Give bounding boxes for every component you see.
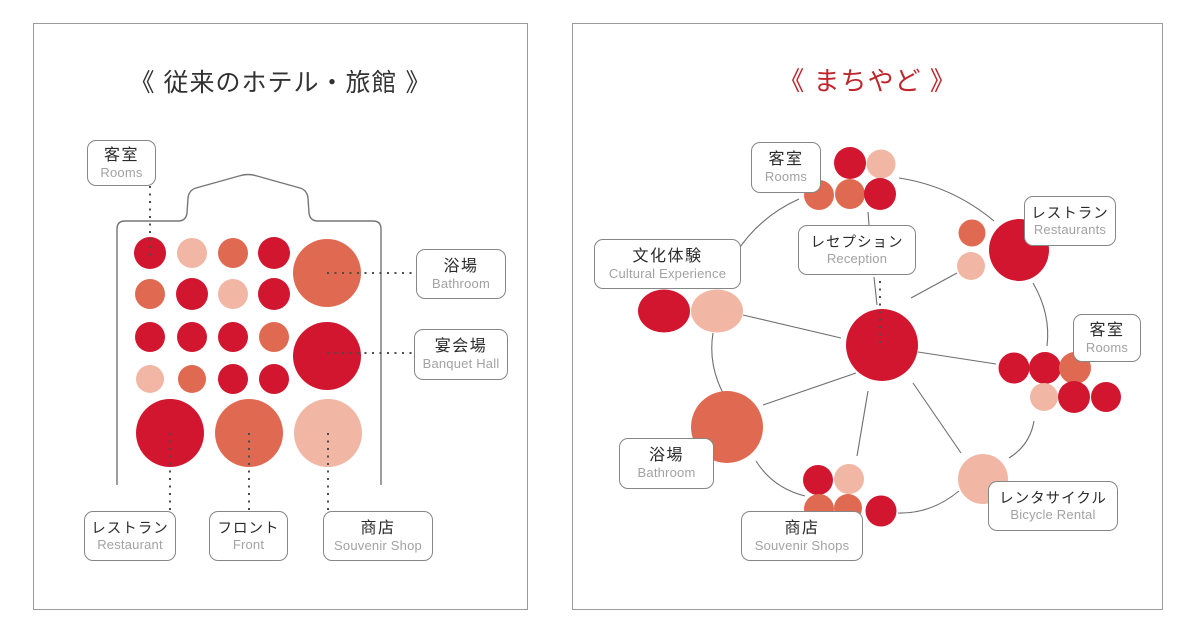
label-jp-text: 商店 <box>360 519 396 537</box>
label-en-text: Bicycle Rental <box>1010 506 1096 522</box>
label-jp-text: 文化体験 <box>632 247 703 265</box>
connector-arc <box>711 332 724 394</box>
facility-circle <box>135 279 165 309</box>
facility-circle <box>1091 382 1121 412</box>
label-jp-text: 客室 <box>103 146 139 164</box>
connector-arc <box>1008 420 1035 459</box>
facility-circle <box>1030 383 1058 411</box>
facility-circle <box>834 147 866 179</box>
facility-circle <box>218 279 248 309</box>
facility-circle <box>1029 352 1061 384</box>
label-jp-text: 浴場 <box>443 257 479 275</box>
facility-circle <box>259 322 289 352</box>
label-jp-text: 宴会場 <box>434 338 488 356</box>
label-jp-text: レストラン <box>91 520 169 537</box>
label-en-text: Reception <box>826 250 888 266</box>
facility-circle <box>136 365 164 393</box>
label-en-text: Restaurants <box>1033 221 1107 237</box>
label-en-text: Rooms <box>100 164 143 180</box>
connector-arc <box>897 490 960 514</box>
label-jp-text: 浴場 <box>648 447 684 465</box>
facility-circle <box>835 179 865 209</box>
facility-circle <box>134 237 166 269</box>
connector-arc <box>735 198 800 254</box>
connector-line <box>867 211 870 226</box>
connector-line <box>873 276 878 306</box>
label-jp-text: 客室 <box>768 151 804 169</box>
connector-line <box>856 390 869 457</box>
connector-line <box>742 314 842 339</box>
facility-circle <box>177 322 207 352</box>
label-en-text: Souvenir Shop <box>334 537 422 553</box>
label-jp-text: 客室 <box>1089 321 1125 339</box>
connector-line <box>917 351 997 365</box>
label-en-text: Souvenir Shops <box>754 537 850 553</box>
panel-title-traditional: 《 従来のホテル・旅館 》 <box>129 69 432 97</box>
facility-circle <box>638 289 690 333</box>
building-outline <box>116 173 382 485</box>
facility-circle <box>958 219 986 247</box>
label-en-text: Cultural Experience <box>608 265 727 281</box>
facility-circle <box>177 238 207 268</box>
label-jp-text: フロント <box>217 520 280 537</box>
label-en-text: Bathroom <box>432 275 490 291</box>
facility-circle <box>691 289 743 333</box>
connector-line <box>762 372 857 406</box>
facility-circle <box>218 238 248 268</box>
facility-circle <box>176 278 208 310</box>
facility-circle <box>1058 381 1090 413</box>
facility-circle <box>258 278 290 310</box>
connector-line <box>912 382 962 454</box>
label-en-text: Banquet Hall <box>422 356 500 372</box>
facility-circle <box>218 364 248 394</box>
label-en-text: Front <box>232 536 265 552</box>
facility-circle <box>803 465 833 495</box>
connector-arc <box>1032 282 1049 347</box>
label-en-text: Rooms <box>1085 339 1129 355</box>
facility-circle <box>259 364 289 394</box>
facility-circle <box>866 149 896 179</box>
facility-circle <box>998 352 1030 384</box>
facility-circle <box>293 322 361 390</box>
label-en-text: Bathroom <box>637 465 696 481</box>
facility-circle <box>135 322 165 352</box>
connector-arc <box>755 460 806 497</box>
facility-circle <box>834 464 864 494</box>
panel-title-machiyado: 《 まちやど 》 <box>778 66 957 96</box>
facility-circle <box>864 178 896 210</box>
facility-circle <box>957 252 985 280</box>
facility-circle <box>218 322 248 352</box>
label-jp-text: レンタサイクル <box>999 490 1107 507</box>
facility-circle <box>846 309 918 381</box>
facility-circle <box>865 495 897 527</box>
facility-circle <box>258 237 290 269</box>
connector-line <box>910 272 958 299</box>
label-en-text: Restaurant <box>97 536 163 552</box>
label-jp-text: レストラン <box>1031 205 1109 222</box>
connector-arc <box>898 177 995 222</box>
facility-circle <box>178 365 206 393</box>
label-jp-text: レセプション <box>810 234 904 251</box>
traditional-hotel-diagram <box>116 173 416 511</box>
label-en-text: Rooms <box>764 169 808 185</box>
label-jp-text: 商店 <box>784 519 820 537</box>
